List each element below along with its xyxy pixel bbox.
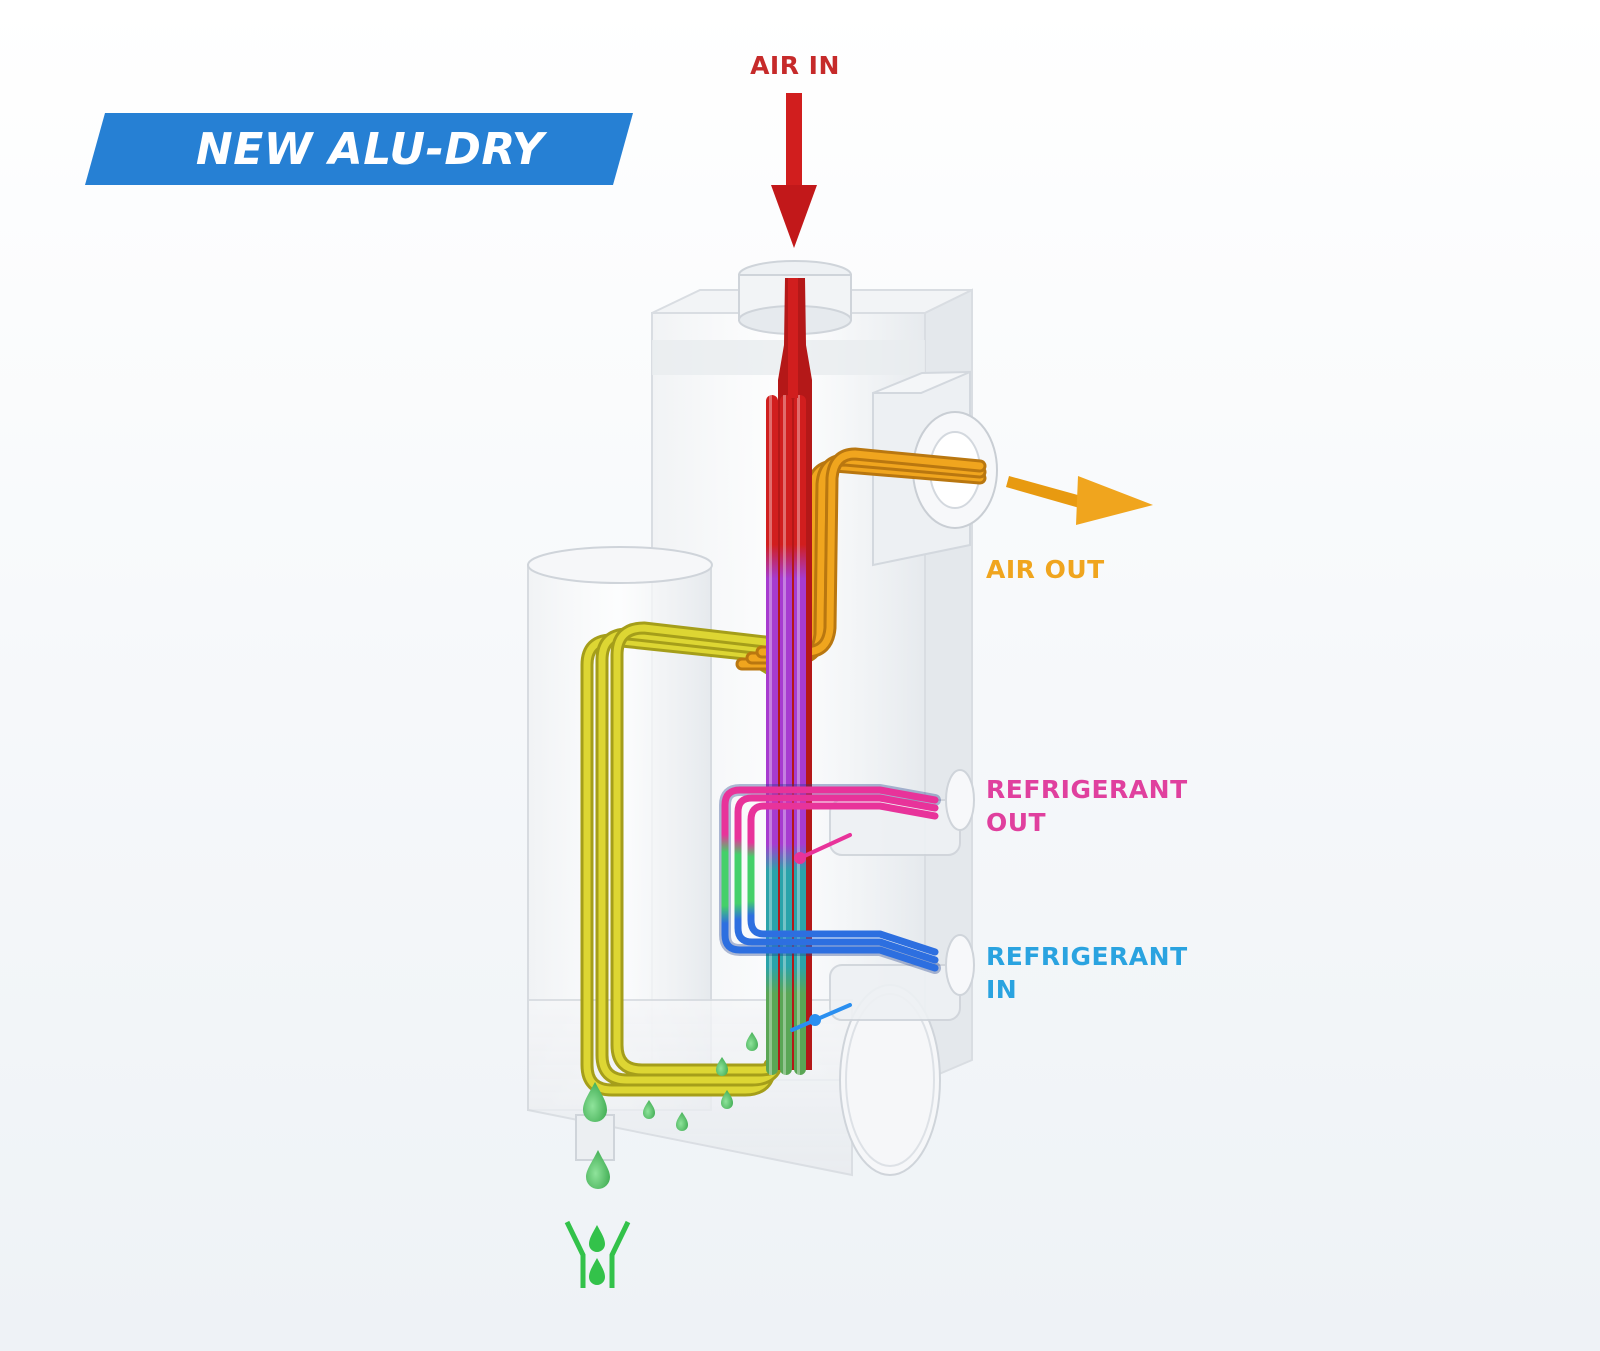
air-out-arrow-icon [1006,476,1153,525]
refrigerant-in-fitting [829,934,975,1021]
main-heat-exchanger-tubes [766,278,812,1075]
condensate-droplets [583,1032,758,1189]
refrigerant-in-label-line2: IN [986,975,1017,1004]
drain-drop-icon [564,1220,631,1288]
air-out-label: AIR OUT [986,555,1105,584]
refrigerant-in-label-line1: REFRIGERANT [986,942,1188,971]
air-in-arrow-icon [771,93,817,248]
refrigerant-out-label-line1: REFRIGERANT [986,775,1188,804]
title-banner: NEW ALU-DRY [85,113,633,185]
banner-title: NEW ALU-DRY [196,124,548,175]
refrigerant-loop-tubes [719,784,941,1032]
refrigerant-out-label-line2: OUT [986,808,1046,837]
air-in-label: AIR IN [750,51,840,80]
banner-background [85,113,633,185]
